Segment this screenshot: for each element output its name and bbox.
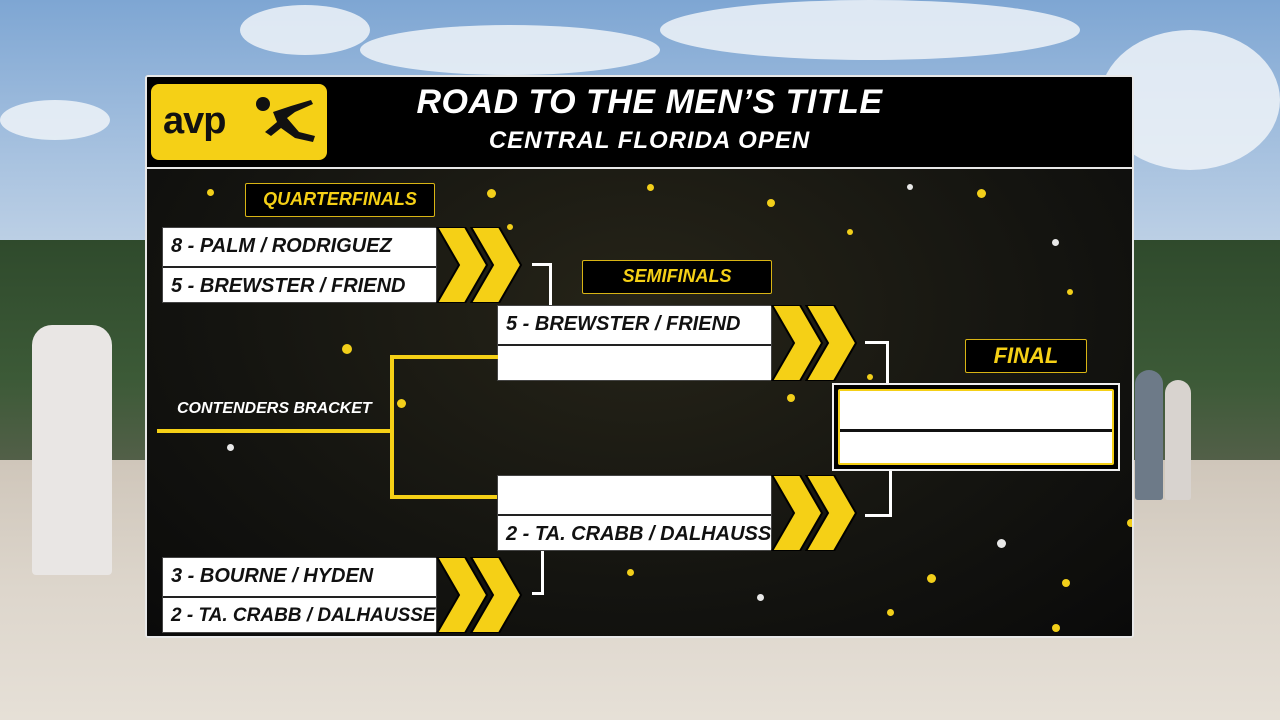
confetti-dot: [1052, 624, 1060, 632]
bracket-connector: [889, 469, 892, 517]
team-name: [840, 391, 1112, 429]
bracket-connector: [541, 551, 544, 595]
confetti-dot: [887, 609, 894, 616]
confetti-dot: [487, 189, 496, 198]
confetti-dot: [342, 344, 352, 354]
event-subtitle: CENTRAL FLORIDA OPEN: [488, 127, 811, 154]
contenders-connector: [157, 429, 392, 433]
team-name: 2 - TA. CRABB / DALHAUSSER: [498, 514, 771, 550]
confetti-dot: [997, 539, 1006, 548]
contenders-connector: [390, 355, 394, 497]
confetti-dot: [647, 184, 654, 191]
confetti-dot: [977, 189, 986, 198]
quarterfinals-label: QUARTERFINALS: [245, 183, 435, 217]
confetti-dot: [627, 569, 634, 576]
logo-text: avp: [163, 100, 226, 142]
chevron-right-icon: [770, 475, 858, 551]
confetti-dot: [507, 224, 513, 230]
final-match-inner: [838, 389, 1114, 465]
final-divider: [840, 429, 1112, 432]
team-name: 5 - BREWSTER / FRIEND: [506, 313, 741, 335]
quarterfinal-bottom-match[interactable]: 3 - BOURNE / HYDEN 2 - TA. CRABB / DALHA…: [162, 557, 437, 633]
semifinal-top-match[interactable]: 5 - BREWSTER / FRIEND: [497, 305, 772, 381]
team-name: [840, 432, 1112, 468]
quarterfinal-top-match[interactable]: 8 - PALM / RODRIGUEZ 5 - BREWSTER / FRIE…: [162, 227, 437, 303]
confetti-dot: [1052, 239, 1059, 246]
semifinals-label: SEMIFINALS: [582, 260, 772, 294]
player-figure: [32, 325, 112, 575]
confetti-dot: [867, 374, 873, 380]
bracket-connector: [886, 341, 889, 387]
semifinal-bottom-match[interactable]: 2 - TA. CRABB / DALHAUSSER: [497, 475, 772, 551]
cloud: [240, 5, 370, 55]
avp-logo: avp: [151, 84, 327, 160]
spectator-figure: [1135, 370, 1163, 500]
page-title: ROAD TO THE MEN’S TITLE: [416, 83, 883, 121]
team-name: 3 - BOURNE / HYDEN: [171, 565, 374, 587]
cloud: [660, 0, 1080, 60]
bracket-connector: [532, 592, 544, 595]
confetti-dot: [757, 594, 764, 601]
confetti-dot: [397, 399, 406, 408]
confetti-dot: [847, 229, 853, 235]
confetti-dot: [907, 184, 913, 190]
confetti-dot: [767, 199, 775, 207]
confetti-dot: [207, 189, 214, 196]
team-name: 2 - TA. CRABB / DALHAUSSER: [163, 596, 436, 632]
cloud: [0, 100, 110, 140]
team-name: 8 - PALM / RODRIGUEZ: [171, 235, 392, 257]
final-label: FINAL: [965, 339, 1087, 373]
confetti-dot: [1127, 519, 1132, 527]
board-header: avp ROAD TO THE MEN’S TITLE CENTRAL FLOR…: [147, 77, 1132, 169]
contenders-connector: [390, 495, 498, 499]
team-name: [498, 476, 771, 512]
confetti-dot: [227, 444, 234, 451]
bracket-connector: [865, 514, 892, 517]
team-name: [498, 344, 771, 380]
contenders-bracket-label: CONTENDERS BRACKET: [177, 400, 372, 417]
team-name: 5 - BREWSTER / FRIEND: [163, 266, 436, 302]
confetti-dot: [927, 574, 936, 583]
chevron-right-icon: [435, 227, 523, 303]
bracket-board: avp ROAD TO THE MEN’S TITLE CENTRAL FLOR…: [145, 75, 1134, 638]
spectator-figure: [1165, 380, 1191, 500]
bracket-connector: [532, 263, 552, 266]
contenders-connector: [390, 355, 498, 359]
confetti-dot: [1062, 579, 1070, 587]
chevron-right-icon: [435, 557, 523, 633]
volleyball-player-icon: [256, 97, 315, 142]
chevron-right-icon: [770, 305, 858, 381]
cloud: [360, 25, 660, 75]
final-match[interactable]: [832, 383, 1120, 471]
bracket-connector: [549, 263, 552, 305]
bracket-connector: [865, 341, 889, 344]
confetti-dot: [1067, 289, 1073, 295]
confetti-dot: [787, 394, 795, 402]
